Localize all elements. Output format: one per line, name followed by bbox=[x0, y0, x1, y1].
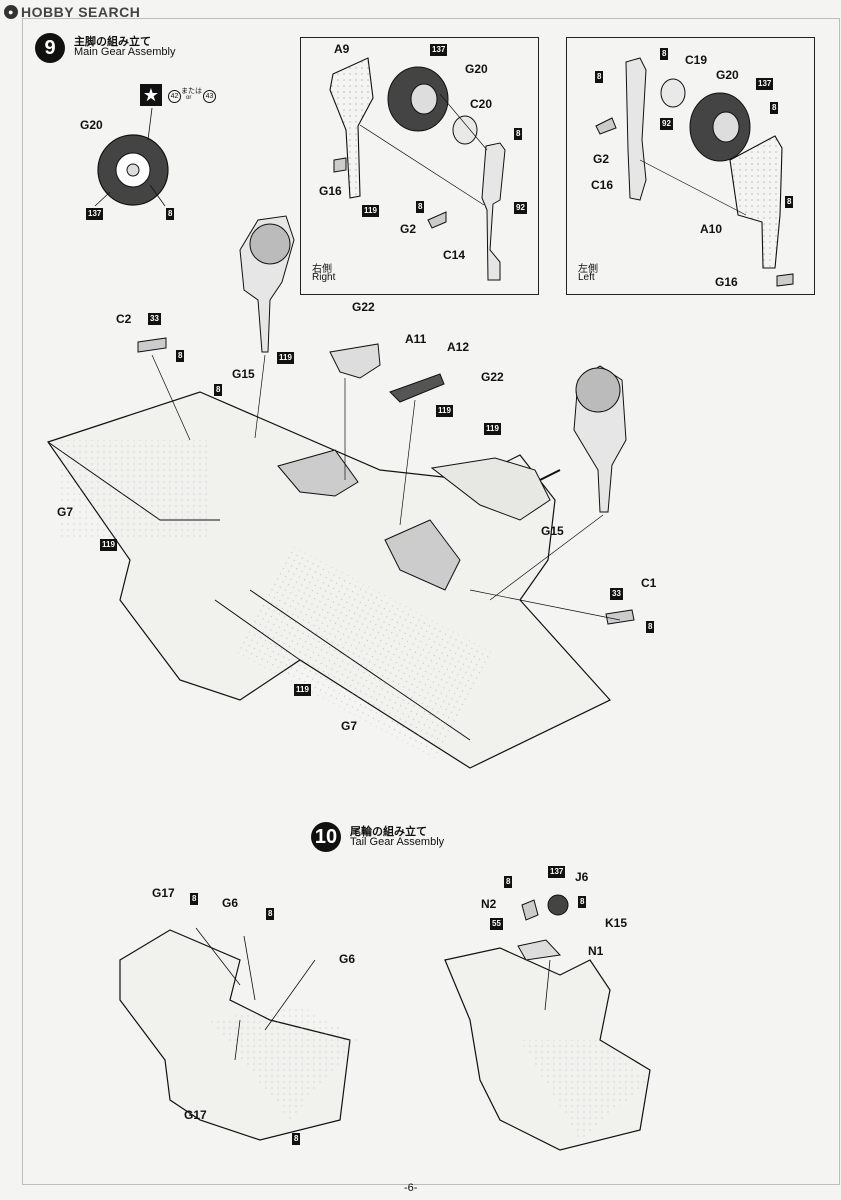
label-k15: K15 bbox=[605, 916, 628, 930]
color-badge-8-e: 8 bbox=[595, 71, 604, 83]
color-badge-8-f: 8 bbox=[770, 102, 779, 114]
color-badge-8-j: 8 bbox=[646, 621, 655, 633]
tail-gear-left-drawing bbox=[119, 927, 360, 1141]
label-g17-top: G17 bbox=[152, 886, 175, 900]
wheel-g20-detail bbox=[94, 107, 169, 207]
label-c14: C14 bbox=[443, 248, 466, 262]
right-inset-label-en: Right bbox=[312, 272, 336, 283]
color-badge-8-h: 8 bbox=[176, 350, 185, 362]
label-c19: C19 bbox=[685, 53, 708, 67]
color-badge-119-d: 119 bbox=[484, 423, 501, 435]
wing-main-gear-drawing bbox=[47, 215, 635, 769]
color-badge-137-c: 137 bbox=[756, 78, 774, 90]
paint-star-icon: ★ bbox=[140, 84, 162, 106]
label-g16-left: G16 bbox=[715, 275, 738, 289]
page-number: -6- bbox=[404, 1182, 418, 1194]
color-badge-8-o: 8 bbox=[578, 896, 587, 908]
color-badge-33-b: 33 bbox=[610, 588, 623, 600]
color-badge-92-b: 92 bbox=[660, 118, 673, 130]
label-g7-bottom: G7 bbox=[341, 719, 358, 733]
step-9-number: 9 bbox=[35, 33, 65, 63]
label-g17-bottom: G17 bbox=[184, 1108, 207, 1122]
label-g22-left: G22 bbox=[481, 370, 504, 384]
label-g16-right: G16 bbox=[319, 184, 342, 198]
label-n2: N2 bbox=[481, 897, 497, 911]
color-badge-119-e: 119 bbox=[100, 539, 117, 551]
right-side-inset bbox=[300, 37, 539, 295]
step-10-title-jp: 尾輪の組み立て bbox=[350, 826, 427, 838]
label-g22-right: G22 bbox=[352, 300, 375, 314]
left-inset-label-jp: 左側 bbox=[578, 264, 598, 275]
label-a9: A9 bbox=[334, 42, 350, 56]
color-badge-92-a: 92 bbox=[514, 202, 527, 214]
color-badge-119-f: 119 bbox=[294, 684, 311, 696]
label-n1: N1 bbox=[588, 944, 604, 958]
right-inset-drawing bbox=[329, 57, 506, 281]
label-g7-left: G7 bbox=[57, 505, 74, 519]
color-badge-137-d: 137 bbox=[548, 866, 566, 878]
label-a11: A11 bbox=[405, 332, 427, 346]
color-badge-8-c: 8 bbox=[416, 201, 425, 213]
label-g20-left: G20 bbox=[716, 68, 739, 82]
color-badge-33-a: 33 bbox=[148, 313, 161, 325]
label-g15-left: G15 bbox=[541, 524, 564, 538]
step-9-title-en: Main Gear Assembly bbox=[74, 46, 176, 58]
step-9-title-jp: 主脚の組み立て bbox=[74, 36, 151, 48]
color-badge-119-c: 119 bbox=[436, 405, 453, 417]
color-badge-119-b: 119 bbox=[277, 352, 294, 364]
paint-code-43: 43 bbox=[203, 90, 216, 103]
watermark-text: HOBBY SEARCH bbox=[21, 4, 141, 20]
hobby-search-logo-icon: ● bbox=[4, 5, 18, 19]
color-badge-8-a: 8 bbox=[166, 208, 175, 220]
page-frame bbox=[22, 18, 840, 1185]
label-g20-right: G20 bbox=[465, 62, 488, 76]
label-c1: C1 bbox=[641, 576, 657, 590]
color-badge-137-b: 137 bbox=[430, 44, 448, 56]
color-badge-8-n: 8 bbox=[504, 876, 513, 888]
label-a10: A10 bbox=[700, 222, 723, 236]
label-j6: J6 bbox=[575, 870, 589, 884]
watermark: ● HOBBY SEARCH bbox=[4, 4, 140, 20]
label-c16: C16 bbox=[591, 178, 614, 192]
label-g15-right: G15 bbox=[232, 367, 255, 381]
color-badge-8-b: 8 bbox=[514, 128, 523, 140]
color-badge-55: 55 bbox=[490, 918, 503, 930]
color-badge-8-k: 8 bbox=[190, 893, 199, 905]
paint-connector-en: or bbox=[186, 95, 192, 101]
label-a12: A12 bbox=[447, 340, 470, 354]
left-inset-label-en: Left bbox=[578, 272, 595, 283]
color-badge-8-i: 8 bbox=[214, 384, 223, 396]
tail-gear-right-drawing bbox=[444, 894, 651, 1151]
color-badge-8-l: 8 bbox=[266, 908, 275, 920]
step-10-title-en: Tail Gear Assembly bbox=[350, 836, 445, 848]
label-g6-top: G6 bbox=[222, 896, 239, 910]
step-10-number: 10 bbox=[311, 822, 341, 852]
paint-connector-jp: または bbox=[181, 88, 202, 95]
color-badge-119-a: 119 bbox=[362, 205, 379, 217]
color-badge-8-g: 8 bbox=[785, 196, 794, 208]
label-g2-right: G2 bbox=[400, 222, 417, 236]
color-badge-8-d: 8 bbox=[660, 48, 669, 60]
label-c20: C20 bbox=[470, 97, 493, 111]
left-inset-drawing bbox=[595, 57, 794, 287]
paint-code-42: 42 bbox=[168, 90, 181, 103]
color-badge-8-m: 8 bbox=[292, 1133, 301, 1145]
label-g20-main: G20 bbox=[80, 118, 103, 132]
right-inset-label-jp: 右側 bbox=[312, 264, 332, 275]
label-c2: C2 bbox=[116, 312, 132, 326]
label-g6-right: G6 bbox=[339, 952, 356, 966]
color-badge-137-a: 137 bbox=[86, 208, 104, 220]
left-side-inset bbox=[566, 37, 815, 295]
label-g2-left: G2 bbox=[593, 152, 610, 166]
